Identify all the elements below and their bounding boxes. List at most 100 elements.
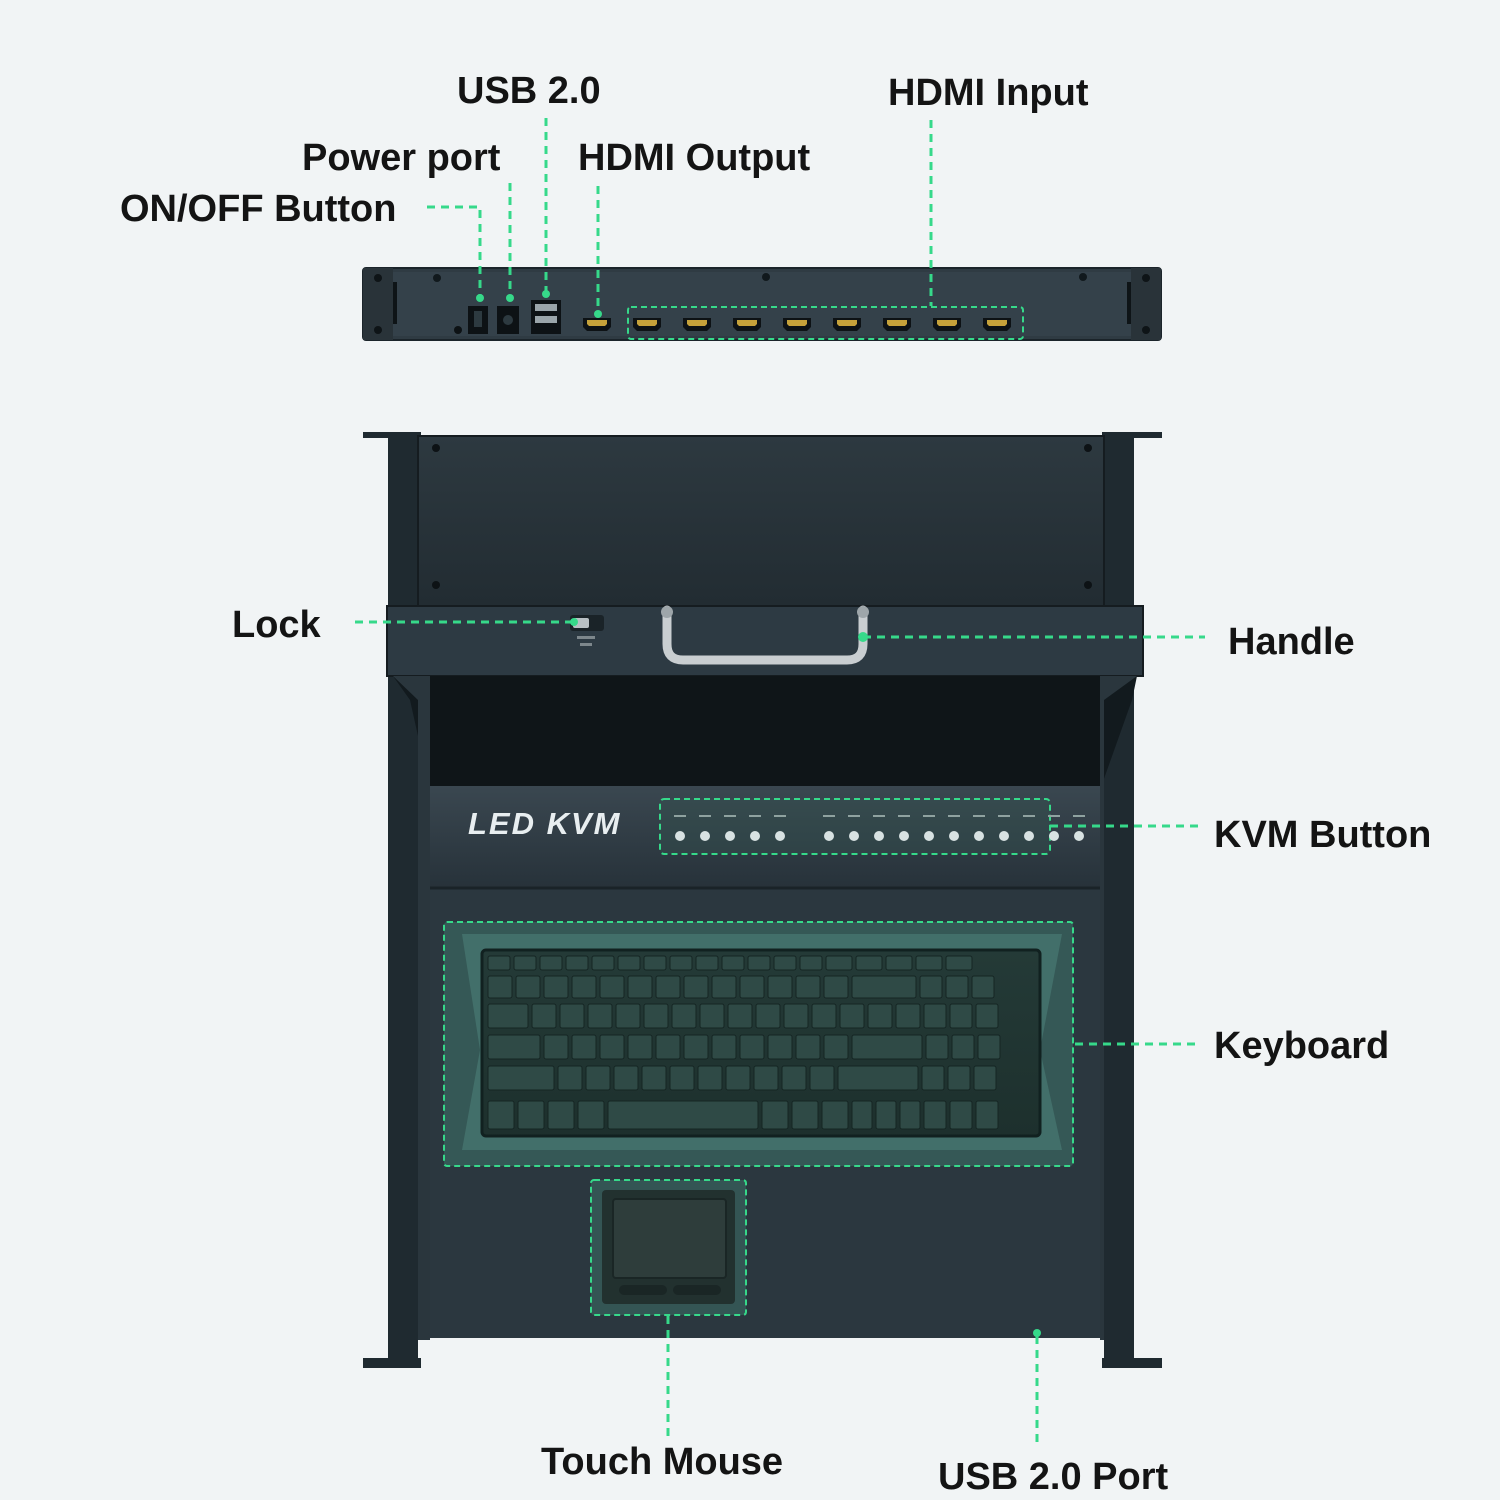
keyboard-key: [919, 975, 943, 999]
keyboard-key: [875, 1100, 897, 1130]
keyboard-key: [513, 955, 537, 971]
hdmi-input-port-icon: [833, 318, 861, 331]
keyboard-key: [539, 955, 563, 971]
keyboard-key: [791, 1100, 819, 1130]
kvm-led-button: [849, 831, 859, 841]
keyboard-key: [643, 1003, 669, 1029]
rear-panel: [362, 267, 1162, 341]
keyboard-key: [599, 1034, 625, 1060]
keyboard-key: [565, 955, 589, 971]
keyboard-key: [571, 1034, 597, 1060]
keyboard-key: [547, 1100, 575, 1130]
kvm-button-highlight: [659, 798, 1051, 855]
callout-lines: [355, 118, 1205, 1445]
kvm-led-button: [899, 831, 909, 841]
keyboard-key: [795, 1034, 821, 1060]
hdmi-input-port-icon: [983, 318, 1011, 331]
label-usb-port: USB 2.0 Port: [938, 1456, 1169, 1498]
keyboard-key: [973, 1065, 997, 1091]
callout-onoff: [427, 205, 482, 298]
label-usb20: USB 2.0: [457, 70, 601, 112]
keyboard-key: [951, 1034, 975, 1060]
keyboard-key: [795, 975, 821, 999]
keyboard-key: [655, 975, 681, 999]
keyboard-key: [809, 1065, 835, 1091]
label-hdmi-output: HDMI Output: [578, 137, 811, 179]
kvm-led-button: [824, 831, 834, 841]
keyboard-key: [867, 1003, 893, 1029]
kvm-led-button: [924, 831, 934, 841]
kvm-led-button: [1074, 831, 1084, 841]
keyboard-key: [571, 975, 597, 999]
keyboard-key: [487, 1003, 529, 1029]
keyboard-key: [643, 955, 667, 971]
hdmi-output-port-icon: [583, 318, 611, 331]
hdmi-input-port-icon: [933, 318, 961, 331]
keyboard-key: [557, 1065, 583, 1091]
keyboard-key: [683, 975, 709, 999]
keyboard-keys: [487, 955, 1001, 1130]
label-power-port: Power port: [302, 137, 501, 179]
keyboard-key: [697, 1065, 723, 1091]
keyboard-key: [577, 1100, 605, 1130]
keyboard-key: [975, 1003, 999, 1029]
label-lock: Lock: [232, 604, 321, 646]
keyboard-key: [585, 1065, 611, 1091]
hdmi-input-port-icon: [783, 318, 811, 331]
kvm-led-button: [725, 831, 735, 841]
keyboard-key: [669, 955, 693, 971]
keyboard-key: [855, 955, 883, 971]
handle-icon: [662, 605, 868, 665]
keyboard-key: [755, 1003, 781, 1029]
kvm-led-button: [999, 831, 1009, 841]
kvm-led-button: [874, 831, 884, 841]
keyboard-key: [837, 1065, 919, 1091]
hdmi-input-port-icon: [883, 318, 911, 331]
keyboard-key: [695, 955, 719, 971]
keyboard-key: [923, 1003, 947, 1029]
kvm-front-unit: LED KVM: [363, 432, 1162, 1368]
keyboard-key: [949, 1003, 973, 1029]
keyboard-key: [747, 955, 771, 971]
keyboard-key: [839, 1003, 865, 1029]
keyboard-key: [823, 975, 849, 999]
label-hdmi-input: HDMI Input: [888, 72, 1089, 114]
keyboard-key: [671, 1003, 697, 1029]
keyboard-key: [851, 1034, 923, 1060]
keyboard-key: [487, 1034, 541, 1060]
keyboard-key: [739, 975, 765, 999]
keyboard-key: [683, 1034, 709, 1060]
keyboard-key: [487, 955, 511, 971]
keyboard-key: [753, 1065, 779, 1091]
keyboard-key: [699, 1003, 725, 1029]
front-usb-port-icon: [1033, 1329, 1041, 1337]
kvm-led-button: [1024, 831, 1034, 841]
keyboard-key: [727, 1003, 753, 1029]
keyboard-key: [925, 1034, 949, 1060]
keyboard-key: [899, 1100, 921, 1130]
keyboard-key: [615, 1003, 641, 1029]
hdmi-input-ports: [633, 318, 1011, 331]
keyboard-key: [627, 975, 653, 999]
keyboard-key: [783, 1003, 809, 1029]
keyboard-key: [599, 975, 625, 999]
keyboard-key: [627, 1034, 653, 1060]
keyboard-key: [711, 1034, 737, 1060]
keyboard-key: [949, 1100, 973, 1130]
kvm-led-button: [974, 831, 984, 841]
onoff-switch-icon: [468, 306, 488, 334]
keyboard-key: [655, 1034, 681, 1060]
keyboard-key: [945, 955, 973, 971]
keyboard-key: [487, 1065, 555, 1091]
hdmi-input-port-icon: [683, 318, 711, 331]
hdmi-input-port-icon: [633, 318, 661, 331]
keyboard-key: [915, 955, 943, 971]
kvm-led-button: [700, 831, 710, 841]
kvm-led-button: [949, 831, 959, 841]
kvm-led-button: [775, 831, 785, 841]
kvm-led-button: [750, 831, 760, 841]
keyboard-key: [975, 1100, 999, 1130]
usb-ports-icon: [531, 300, 561, 334]
keyboard-key: [487, 1100, 515, 1130]
